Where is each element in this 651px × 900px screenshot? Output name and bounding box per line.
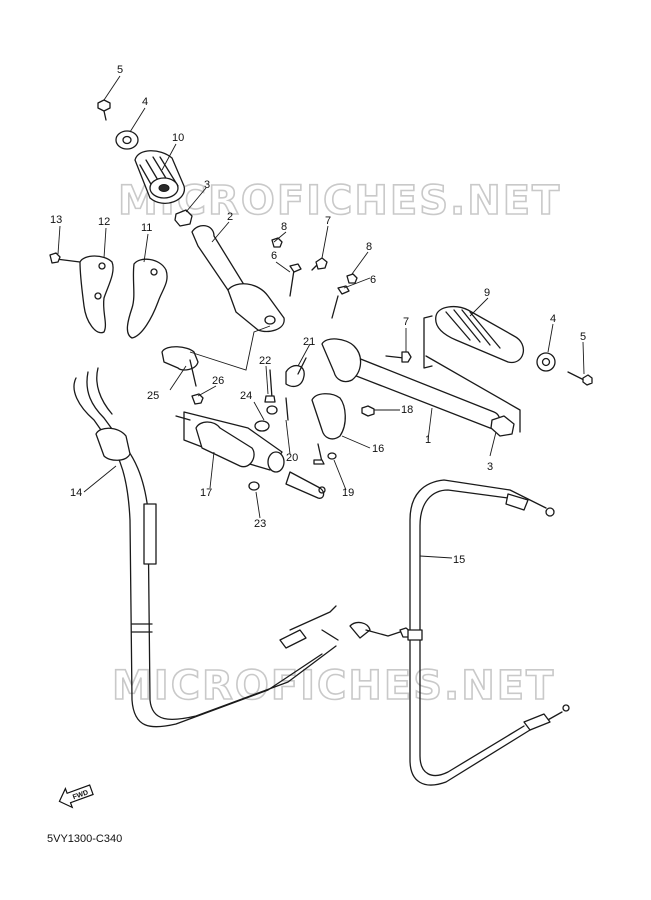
callout-3b: 3 xyxy=(487,461,493,473)
fwd-arrow: FWD xyxy=(58,784,94,809)
cable-15 xyxy=(407,479,570,786)
callout-17: 17 xyxy=(200,487,212,499)
callout-8: 8 xyxy=(281,221,287,233)
left-bracket-assembly xyxy=(49,252,168,339)
callout-25: 25 xyxy=(147,390,159,402)
callout-15: 15 xyxy=(453,554,465,566)
diagram-code: 5VY1300-C340 xyxy=(47,833,122,845)
leader-lines xyxy=(57,75,585,559)
callout-14: 14 xyxy=(70,487,82,499)
callout-1: 1 xyxy=(425,434,431,446)
callout-5: 5 xyxy=(117,64,123,76)
callout-18: 18 xyxy=(401,404,413,416)
right-handlebar-assembly xyxy=(285,338,521,465)
callout-10: 10 xyxy=(172,132,184,144)
callout-3: 3 xyxy=(204,179,210,191)
callout-24: 24 xyxy=(240,390,252,402)
callout-4b: 4 xyxy=(550,313,556,325)
callout-20: 20 xyxy=(286,452,298,464)
right-grip-assembly xyxy=(385,305,593,386)
callout-12: 12 xyxy=(98,216,110,228)
center-fasteners xyxy=(271,237,358,319)
callout-19: 19 xyxy=(342,487,354,499)
callout-5b: 5 xyxy=(580,331,586,343)
callout-26: 26 xyxy=(212,375,224,387)
callout-7: 7 xyxy=(325,215,331,227)
callout-16: 16 xyxy=(372,443,384,455)
callout-9: 9 xyxy=(484,287,490,299)
callout-11: 11 xyxy=(141,222,152,234)
throttle-cables xyxy=(73,367,412,728)
callout-7b: 7 xyxy=(403,316,409,328)
callout-23: 23 xyxy=(254,518,266,530)
callout-labels: 5 4 10 3 2 8 7 13 12 11 6 8 6 9 7 4 5 21… xyxy=(50,64,586,566)
steering-damper-assembly xyxy=(161,325,326,499)
callout-22: 22 xyxy=(259,355,271,367)
callout-6: 6 xyxy=(271,250,277,262)
callout-21: 21 xyxy=(303,336,315,348)
callout-13: 13 xyxy=(50,214,62,226)
callout-6b: 6 xyxy=(370,274,376,286)
callout-8b: 8 xyxy=(366,241,372,253)
left-grip-assembly xyxy=(97,99,285,333)
callout-4: 4 xyxy=(142,96,148,108)
callout-2: 2 xyxy=(227,211,233,223)
watermark-bottom: MICROFICHES.NET xyxy=(112,663,555,709)
